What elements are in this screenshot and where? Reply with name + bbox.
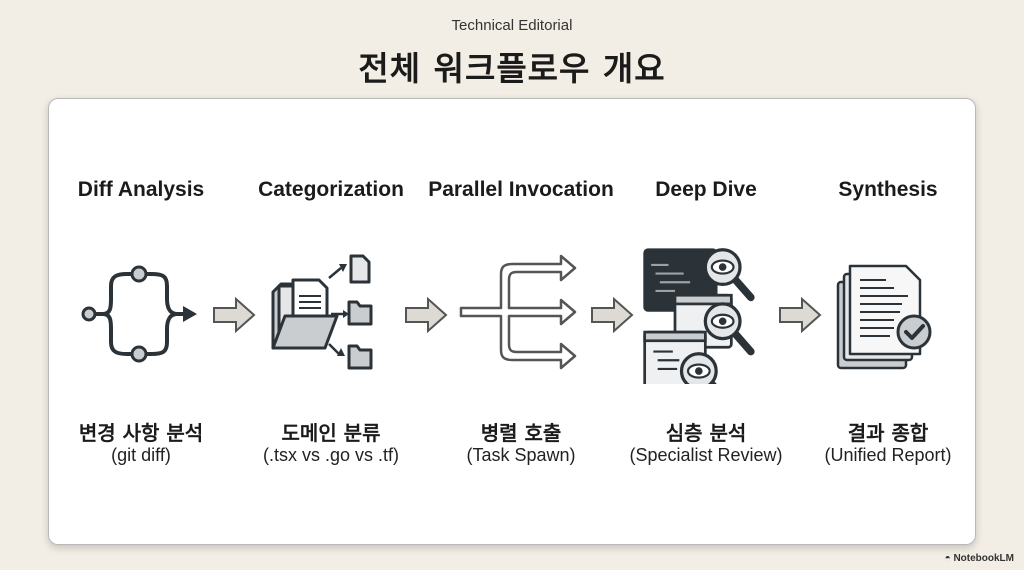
step-subtitle: (git diff) (111, 445, 171, 465)
step-subtitle: (.tsx vs .go vs .tf) (262, 445, 400, 465)
flow-arrow-icon (405, 297, 448, 333)
flow-arrow-icon (779, 297, 822, 333)
notebooklm-brand: ◓ NotebookLM (945, 553, 1014, 564)
branch-merge-icon (81, 265, 197, 363)
brand-label: NotebookLM (953, 553, 1014, 564)
step-label-kr: 결과 종합 (847, 421, 929, 445)
step-label-kr: 심층 분석 (665, 421, 747, 445)
code-inspect-icon (643, 248, 755, 384)
step-title: Parallel Invocation (428, 178, 614, 201)
step-title: Diff Analysis (77, 178, 205, 201)
step-title: Categorization (258, 178, 404, 201)
step-subtitle: (Task Spawn) (466, 445, 576, 465)
parallel-arrows-icon (459, 254, 577, 370)
step-title: Synthesis (838, 178, 938, 201)
page-title: 전체 워크플로우 개요 (358, 49, 666, 88)
notebooklm-logo-icon: ◓ (944, 553, 954, 564)
step-title: Deep Dive (655, 178, 757, 201)
folder-sort-icon (271, 254, 373, 370)
workflow-card: Diff Analysis 변경 사항 분석 (git diff) Catego… (48, 98, 976, 545)
step-label-kr: 병렬 호출 (480, 421, 562, 445)
step-label-kr: 변경 사항 분석 (78, 421, 204, 445)
flow-arrow-icon (213, 297, 256, 333)
step-subtitle: (Specialist Review) (629, 445, 783, 465)
step-subtitle: (Unified Report) (824, 445, 952, 465)
report-check-icon (836, 264, 932, 370)
flow-arrow-icon (591, 297, 634, 333)
kicker: Technical Editorial (451, 17, 573, 34)
step-label-kr: 도메인 분류 (281, 421, 381, 445)
